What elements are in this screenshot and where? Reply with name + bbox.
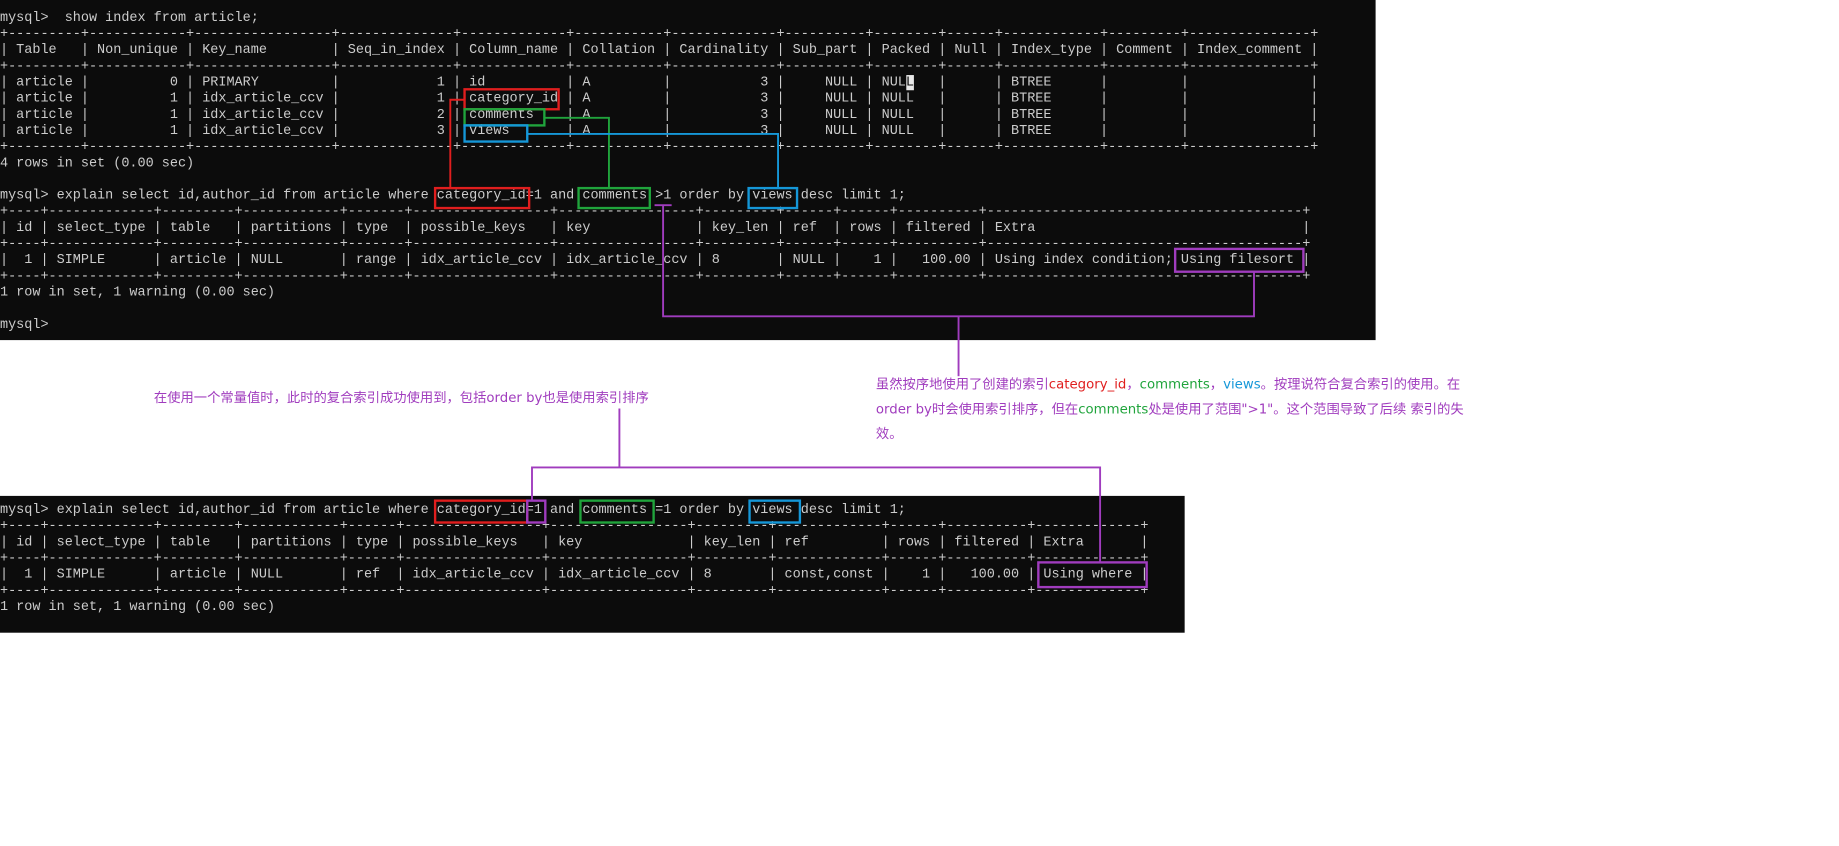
note-keyword-views: views bbox=[1223, 377, 1261, 393]
result-summary: 1 row in set, 1 warning (0.00 sec) bbox=[0, 285, 276, 301]
note-keyword-category-id: category_id bbox=[1048, 377, 1127, 393]
explain-table-header-row: | id | select_type | table | partitions … bbox=[0, 220, 1311, 236]
note-text: 。按理说符合复合索引的使用。在order by时会使用索引排序，但在 bbox=[875, 377, 1461, 418]
table-border-line: +----+-------------+---------+----------… bbox=[0, 268, 1311, 285]
table-border-line: +----+-------------+---------+----------… bbox=[0, 583, 1149, 599]
terminal-window-constant-explain: mysql> explain select id,author_id from … bbox=[0, 495, 1185, 633]
note-text: 处是使用了范围">1"。这个范围导致了后续 索引的失效。 bbox=[875, 401, 1464, 442]
table-border-line: +---------+------------+----------------… bbox=[0, 26, 1319, 42]
index-table-row: | article | 1 | idx_article_ccv | 1 | ca… bbox=[0, 91, 1319, 107]
mysql-prompt-empty[interactable]: mysql> bbox=[0, 317, 49, 333]
table-border-line: +---------+------------+----------------… bbox=[0, 58, 1319, 75]
result-summary: 4 rows in set (0.00 sec) bbox=[0, 155, 195, 171]
index-table-header-row: | Table | Non_unique | Key_name | Seq_in… bbox=[0, 42, 1319, 58]
note-keyword-comments: comments bbox=[1139, 377, 1210, 393]
mysql-prompt-explain-range: mysql> explain select id,author_id from … bbox=[0, 188, 906, 204]
index-table-row: | article | 1 | idx_article_ccv | 3 | vi… bbox=[0, 123, 1319, 139]
annotation-constant-index-usage: 在使用一个常量值时，此时的复合索引成功使用到，包括order by也是使用索引排… bbox=[153, 390, 649, 406]
table-border-line: +----+-------------+---------+----------… bbox=[0, 518, 1149, 534]
index-table-row: | article | 1 | idx_article_ccv | 2 | co… bbox=[0, 107, 1319, 123]
note-keyword-comments: comments bbox=[1078, 401, 1149, 418]
terminal-window-show-index-and-range-explain: mysql> show index from article; +-------… bbox=[0, 0, 1376, 341]
explain-table-row: | 1 | SIMPLE | article | NULL | ref | id… bbox=[0, 567, 1149, 583]
table-border-line: +----+-------------+---------+----------… bbox=[0, 236, 1311, 252]
terminal-cursor: L bbox=[905, 75, 914, 91]
explain-table-row: | 1 | SIMPLE | article | NULL | range | … bbox=[0, 252, 1311, 268]
mysql-prompt-explain-constant: mysql> explain select id,author_id from … bbox=[0, 502, 906, 518]
annotation-range-breaks-index: 虽然按序地使用了创建的索引category_id，comments，views。… bbox=[876, 372, 1469, 446]
index-table-row: | article | 0 | PRIMARY | 1 | id | A | 3… bbox=[0, 75, 1319, 91]
note-separator: ， bbox=[1209, 377, 1224, 393]
explain-table-header-row: | id | select_type | table | partitions … bbox=[0, 534, 1149, 551]
table-border-line: +----+-------------+---------+----------… bbox=[0, 551, 1149, 567]
annotated-screenshot: mysql> show index from article; +-------… bbox=[0, 0, 1469, 633]
mysql-prompt-show-index: mysql> show index from article; bbox=[0, 10, 259, 26]
note-separator: ， bbox=[1126, 377, 1140, 393]
note-text: 虽然按序地使用了创建的索引 bbox=[875, 377, 1049, 393]
table-border-line: +---------+------------+----------------… bbox=[0, 139, 1319, 155]
table-border-line: +----+-------------+---------+----------… bbox=[0, 204, 1311, 220]
result-summary: 1 row in set, 1 warning (0.00 sec) bbox=[0, 599, 276, 615]
